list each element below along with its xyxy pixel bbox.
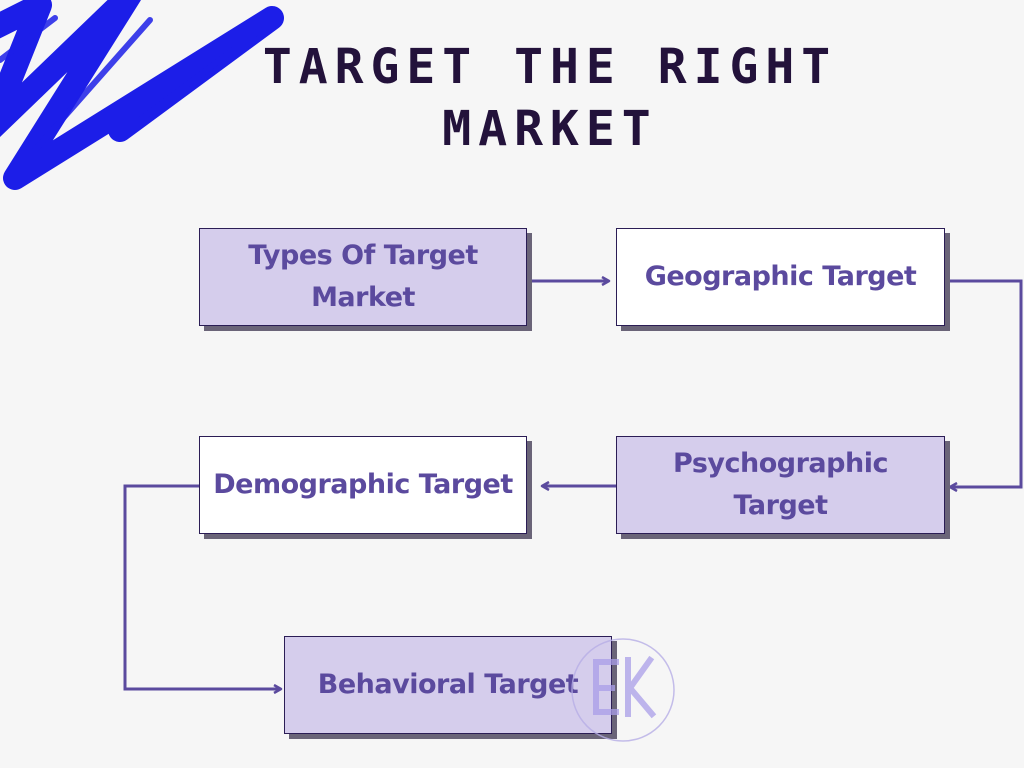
node-geographic-target: Geographic Target: [616, 228, 945, 326]
page-title: TARGET THE RIGHT MARKET: [200, 36, 900, 160]
node-psychographic-label: Psychographic Target: [673, 448, 888, 521]
node-types-of-target-market: Types Of Target Market: [199, 228, 527, 326]
title-line-2: MARKET: [442, 101, 658, 157]
node-demographic-label: Demographic Target: [213, 469, 513, 500]
arrow-geographic-to-psychographic: [946, 279, 1023, 487]
node-psychographic-target: Psychographic Target: [616, 436, 945, 534]
node-geographic-label: Geographic Target: [644, 261, 917, 292]
node-behavioral-label: Behavioral Target: [317, 669, 579, 700]
arrow-demographic-to-behavioral: [123, 484, 280, 689]
node-types-label: Types Of Target Market: [248, 240, 478, 313]
brush-scribble-decoration: [0, 0, 284, 190]
node-demographic-target: Demographic Target: [199, 436, 527, 534]
node-behavioral-target: Behavioral Target: [284, 636, 612, 734]
title-line-1: TARGET THE RIGHT: [262, 39, 838, 95]
